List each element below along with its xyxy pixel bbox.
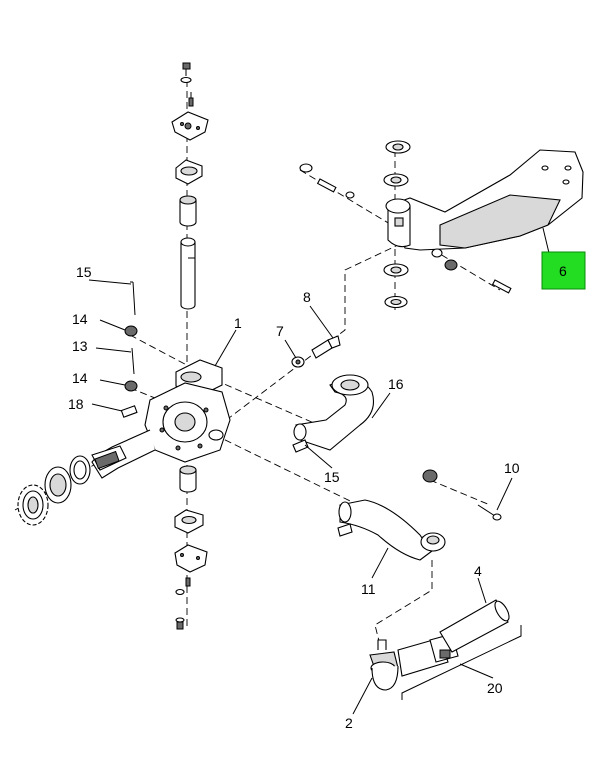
callout-8: 8: [303, 289, 311, 305]
key-11: [337, 523, 353, 537]
steering-knuckle: [91, 359, 231, 479]
washer-7: [291, 356, 305, 368]
callout-11: 11: [361, 581, 376, 597]
callout-6[interactable]: 6: [559, 263, 567, 279]
highlight-box[interactable]: [541, 251, 586, 290]
callout-14-lower: 14: [72, 370, 88, 386]
upper-bushing: [179, 195, 197, 227]
draw-key-bolts: [299, 163, 512, 294]
castle-nut-14-upper: [124, 325, 138, 337]
top-cap: [171, 111, 209, 141]
bottom-thrust-washer: [174, 509, 204, 534]
kingpin: [180, 237, 196, 310]
callout-7: 7: [276, 323, 284, 339]
spindle-gear-nut: [17, 484, 49, 526]
bolt-8: [311, 335, 341, 359]
grease-fitting-top: [188, 92, 194, 107]
callout-15-lower: 15: [324, 469, 340, 485]
cotter-pin-13: [131, 347, 135, 375]
callout-13: 13: [72, 338, 88, 354]
callout-14-upper: 14: [72, 311, 88, 327]
bottom-fittings: [175, 577, 191, 630]
tie-rod-tube-4: [439, 599, 510, 653]
castle-nut-10: [422, 469, 438, 483]
leader-lines: [88, 227, 550, 715]
axle-bottom-washers: [383, 263, 409, 309]
callout-2: 2: [345, 715, 353, 731]
spindle-washer: [69, 455, 91, 485]
top-thrust-washer: [175, 159, 203, 185]
spindle-bearing-ring: [44, 466, 72, 504]
callout-1: 1: [234, 315, 242, 331]
cotter-pin-15-upper: [130, 281, 136, 316]
cotter-pin-10: [477, 504, 502, 521]
callout-labels: 1 15 14 13 14 18 7 8 16 15 10 11 4 20 2: [68, 264, 520, 731]
steering-arm-16: [293, 374, 375, 451]
pin-18: [120, 405, 138, 418]
axle-beam-6: [385, 149, 584, 251]
tie-rod-end-2: [369, 637, 449, 691]
lower-bushing: [179, 465, 197, 493]
top-cap-screw: [180, 62, 192, 84]
callout-10: 10: [504, 460, 520, 476]
callout-4: 4: [474, 563, 482, 579]
bottom-cap: [174, 544, 208, 573]
callout-20: 20: [487, 680, 503, 696]
callout-15-upper: 15: [76, 264, 92, 280]
castle-nut-14-lower: [124, 380, 138, 392]
assembly-centerlines: [14, 80, 501, 646]
tie-rod-arm-11: [338, 499, 446, 561]
highlighted-callout-6[interactable]: 6: [541, 251, 586, 290]
callout-16: 16: [388, 376, 404, 392]
axle-top-washer: [383, 140, 411, 187]
callout-18: 18: [68, 396, 84, 412]
